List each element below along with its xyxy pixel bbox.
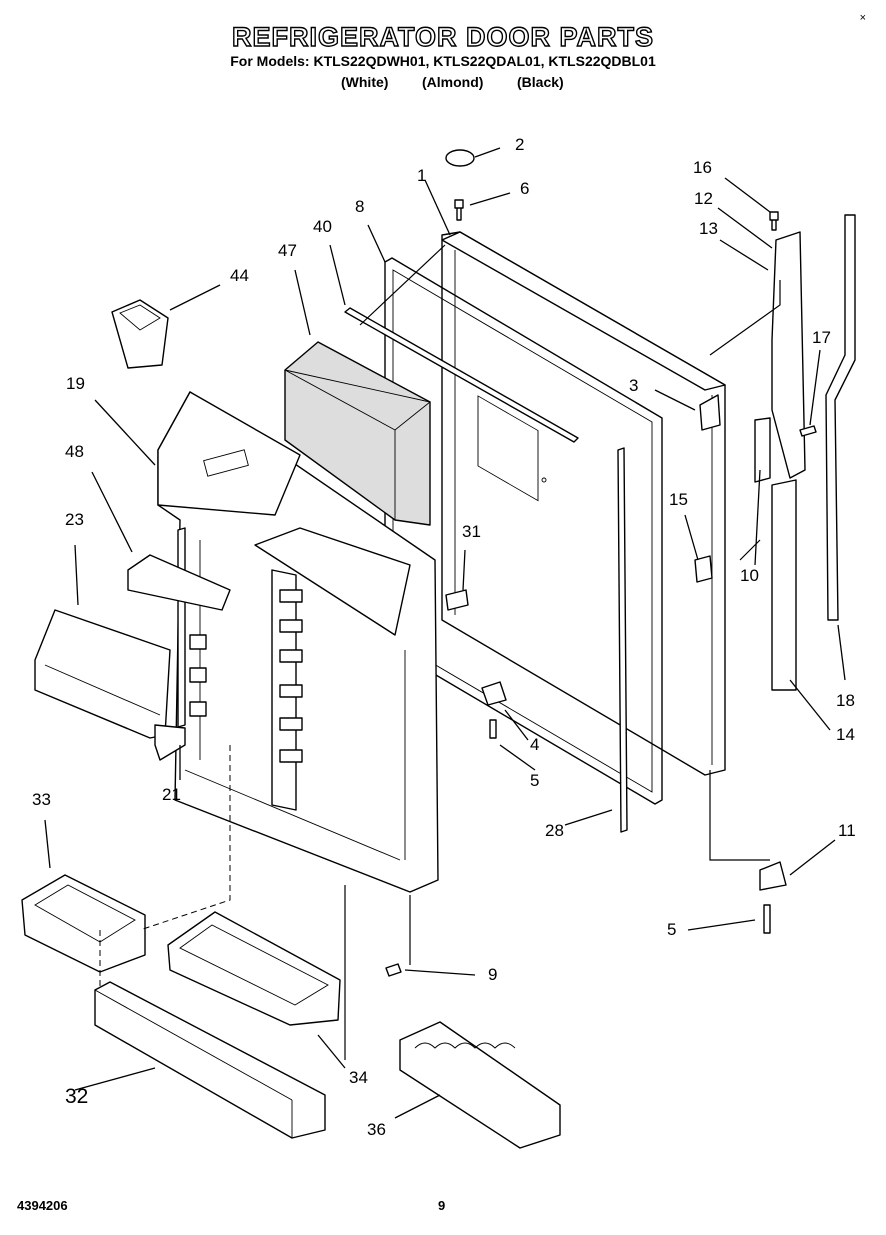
egg-tray: [399, 1021, 561, 1149]
foam-insulation: [284, 341, 432, 526]
callout-44: 44: [230, 266, 249, 285]
callout-arrows: [44, 147, 846, 1119]
bottom-hinge: [759, 861, 787, 891]
callout-16: 16: [693, 158, 712, 177]
page-title: REFRIGERATOR DOOR PARTS: [231, 21, 654, 52]
callout-15: 15: [669, 490, 688, 509]
bottom-hinge-bracket: [481, 681, 507, 706]
top-hinge-bracket: [699, 394, 721, 431]
handle-trim: [825, 214, 856, 621]
callout-9: 9: [488, 965, 497, 984]
callout-10: 10: [740, 566, 759, 585]
callout-21: 21: [162, 785, 181, 804]
variant-white: (White): [341, 74, 389, 90]
handle-lower: [771, 479, 797, 691]
document-number: 4394206: [17, 1198, 68, 1213]
callout-23: 23: [65, 510, 84, 529]
callout-3: 3: [629, 376, 638, 395]
side-trim-strip: [617, 447, 628, 833]
door-stop: [694, 555, 713, 583]
callout-14: 14: [836, 725, 855, 744]
variant-black: (Black): [517, 74, 564, 90]
callout-47: 47: [278, 241, 297, 260]
shelf-rail-center: [271, 569, 303, 811]
dispenser-chute: [111, 299, 169, 369]
callout-32: 32: [65, 1085, 88, 1108]
callout-17: 17: [812, 328, 831, 347]
door-bin-small: [21, 874, 146, 973]
callout-13: 13: [699, 219, 718, 238]
callout-31: 31: [462, 522, 481, 541]
callout-8: 8: [355, 197, 364, 216]
model-numbers: For Models: KTLS22QDWH01, KTLS22QDAL01, …: [230, 53, 656, 69]
handle-cap: [754, 417, 771, 483]
callout-6: 6: [520, 179, 529, 198]
callout-2: 2: [515, 135, 524, 154]
outer-door-panel: [441, 231, 726, 776]
door-bin-large: [167, 911, 341, 1026]
callout-5a: 5: [530, 771, 539, 790]
corner-mark: ×: [859, 12, 866, 24]
page-number: 9: [438, 1198, 446, 1213]
door-shelf-front: [34, 609, 171, 739]
variant-almond: (Almond): [422, 74, 484, 90]
callout-28: 28: [545, 821, 564, 840]
callout-12: 12: [694, 189, 713, 208]
screw-icons: [385, 149, 817, 977]
callout-1: 1: [417, 166, 426, 185]
callout-48: 48: [65, 442, 84, 461]
door-trim-strip: [94, 981, 326, 1139]
callout-5b: 5: [667, 920, 676, 939]
inner-door-liner: [157, 391, 439, 893]
callout-labels: 1 2 3 4 5 5 6 8 9 10 11 12 13 14 15 16 1…: [32, 135, 856, 1139]
hinge-cover: [771, 231, 806, 479]
callout-33: 33: [32, 790, 51, 809]
callout-4: 4: [530, 735, 539, 754]
callout-36: 36: [367, 1120, 386, 1139]
hinge-shim: [445, 589, 469, 611]
plug-button: [445, 149, 475, 167]
callout-40: 40: [313, 217, 332, 236]
shelf-clip: [154, 724, 186, 761]
shelf-bracket: [127, 554, 231, 611]
callout-34: 34: [349, 1068, 368, 1087]
callout-11: 11: [838, 821, 856, 840]
top-gasket-strip: [344, 307, 579, 443]
callout-18: 18: [836, 691, 855, 710]
callout-19: 19: [66, 374, 85, 393]
